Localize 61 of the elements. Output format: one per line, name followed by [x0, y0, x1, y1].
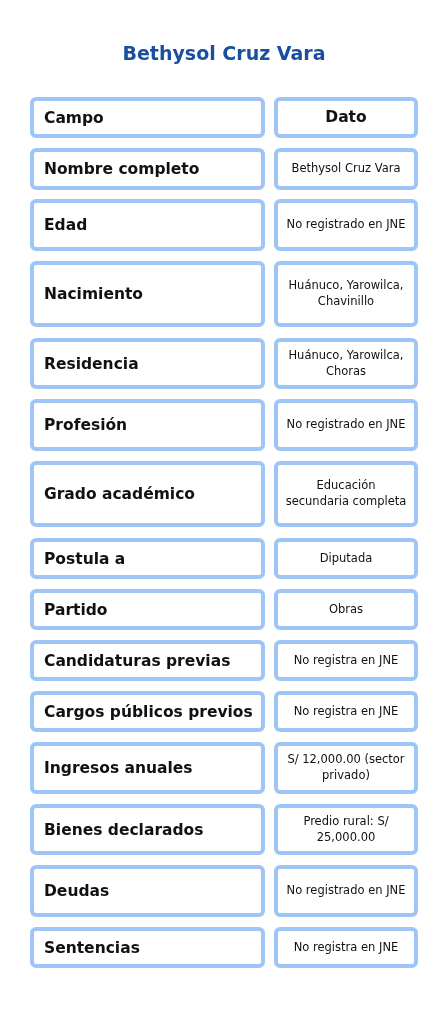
value-cell: [274, 338, 418, 389]
header-text: Campo: [44, 108, 104, 127]
value-cell: [274, 865, 418, 917]
value-text: No registrado en JNE: [286, 217, 406, 233]
value-text: No registrado en JNE: [286, 417, 406, 433]
field-label: Residencia: [44, 354, 139, 373]
field-cell: [30, 865, 265, 917]
value-text: Educación secundaria completa: [284, 478, 408, 510]
field-cell: [30, 538, 265, 579]
value-cell: [274, 589, 418, 630]
field-cell: [30, 927, 265, 968]
field-cell: [30, 691, 265, 732]
value-text: Predio rural: S/ 25,000.00: [302, 814, 390, 845]
field-cell: [30, 148, 265, 190]
title: Bethysol Cruz Vara: [121, 42, 327, 64]
value-cell: [274, 399, 418, 451]
value-cell: [274, 804, 418, 855]
field-label: Cargos públicos previos: [44, 702, 253, 721]
value-cell: [274, 261, 418, 327]
header-cell: [30, 97, 265, 138]
field-label: Profesión: [44, 416, 128, 434]
value-text: No registrado en JNE: [286, 883, 406, 899]
value-cell: [274, 927, 418, 968]
value-text: S/ 12,000.00 (sector privado): [286, 752, 406, 784]
field-cell: [30, 640, 265, 681]
field-label: Postula a: [44, 549, 126, 568]
field-cell: [30, 589, 265, 630]
header-text: Dato: [325, 107, 367, 128]
value-cell: [274, 640, 418, 681]
value-cell: [274, 742, 418, 794]
value-cell: [274, 691, 418, 732]
value-cell: [274, 148, 418, 190]
field-cell: [30, 338, 265, 389]
field-label: Deudas: [44, 882, 110, 900]
field-label: Nombre completo: [44, 160, 200, 178]
field-cell: [30, 399, 265, 451]
field-label: Nacimiento: [44, 285, 143, 303]
value-text: No registra en JNE: [293, 652, 399, 669]
value-text: Huánuco, Yarowilca, Chavinillo: [287, 278, 405, 310]
field-label: Candidaturas previas: [44, 651, 231, 670]
field-label: Edad: [44, 216, 88, 234]
field-cell: [30, 199, 265, 251]
field-label: Sentencias: [44, 938, 140, 957]
value-cell: [274, 199, 418, 251]
value-cell: [274, 538, 418, 579]
value-text: Bethysol Cruz Vara: [291, 161, 401, 177]
value-text: Huánuco, Yarowilca, Choras: [287, 348, 405, 379]
value-text: Obras: [328, 601, 364, 618]
field-label: Ingresos anuales: [44, 759, 193, 777]
field-cell: [30, 261, 265, 327]
header-cell: [274, 97, 418, 138]
value-text: No registra en JNE: [293, 703, 399, 720]
field-cell: [30, 742, 265, 794]
field-label: Partido: [44, 600, 108, 619]
value-cell: [274, 461, 418, 527]
value-text: Diputada: [319, 550, 373, 567]
field-label: Bienes declarados: [44, 820, 204, 839]
value-text: No registra en JNE: [293, 939, 399, 956]
field-label: Grado académico: [44, 485, 195, 503]
field-cell: [30, 804, 265, 855]
field-cell: [30, 461, 265, 527]
